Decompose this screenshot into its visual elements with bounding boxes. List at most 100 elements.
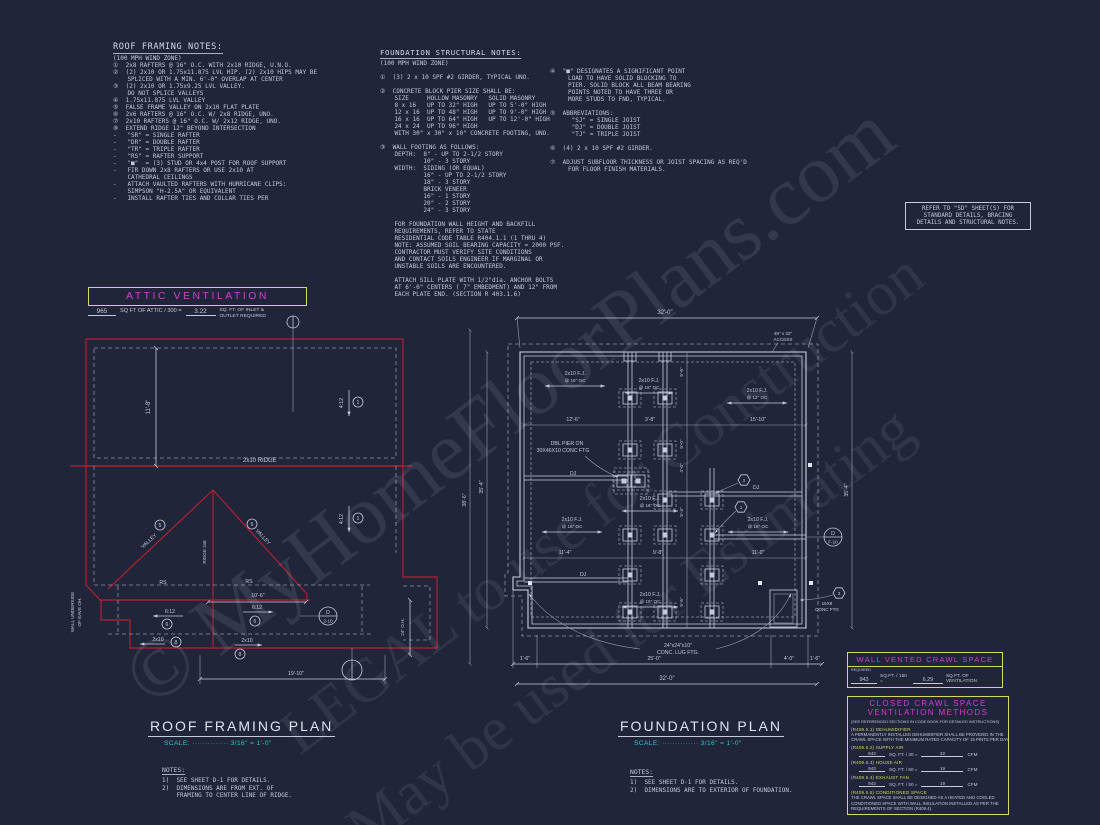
misc-structural-notes: ④ "■" DESIGNATES A SIGNIFICANT POINT LOA… [550,68,747,173]
svg-text:2x10 F.J.: 2x10 F.J. [748,517,769,523]
roof-plan-notes-title: NOTES: [162,766,186,775]
supply-air-unit: CFM [967,752,978,758]
svg-text:2x10 RIDGE: 2x10 RIDGE [243,458,277,464]
svg-text:25'-0": 25'-0" [647,656,660,662]
supply-air-area: 943 [859,751,885,758]
svg-text:DBL PIER ON: DBL PIER ON [551,441,584,447]
svg-text:2: 2 [743,478,746,483]
foundation-plan-title-block: FOUNDATION PLAN SCALE: ·············· 3/… [618,718,793,794]
svg-text:@ 16" OC: @ 16" OC [640,599,662,604]
svg-text:@ 16" OC: @ 16" OC [565,378,587,383]
exhaust-fan-unit: CFM [967,782,978,788]
foundation-plan-notes-title: NOTES: [630,768,654,777]
svg-text:D: D [831,531,835,537]
svg-text:RIDGE 2x6: RIDGE 2x6 [202,540,207,564]
foundation-plan-scale: SCALE: ·············· 3/16" = 1'-0" [634,740,742,747]
svg-text:1'-6": 1'-6" [810,656,820,662]
svg-text:35'-4": 35'-4" [479,480,485,493]
roof-plan-scale: SCALE: ·············· 3/16" = 1'-0" [164,740,272,747]
attic-ventilation-calc: 965 SQ FT OF ATTIC / 300 = 3.22 SQ. FT. … [88,308,318,319]
vented-formula: SQ.FT. / 150 = [880,674,907,684]
exhaust-fan-area: 943 [859,781,885,788]
foundation-piers [612,388,724,622]
roof-plan-title-block: ROOF FRAMING PLAN SCALE: ·············· … [148,718,336,800]
house-air-result: 19 [921,766,964,773]
svg-text:1: 1 [740,505,743,510]
svg-text:@ 16" OC: @ 16" OC [748,524,770,529]
svg-text:D: D [326,610,330,616]
exhaust-fan-result: 19 [921,781,964,788]
wall-vented-crawl-space-title: WALL VENTED CRAWL SPACE [848,653,1002,667]
svg-text:8: 8 [239,652,242,658]
foundation-annotations: 48" x 32" ACCESS DBL PIER ON 30X46X10 CO… [528,331,846,656]
svg-text:5'-6": 5'-6" [679,367,684,377]
roof-slope-markers: 4:12 1 4:12 1 5 5 6:12 6 6:12 6 2x10 8 [140,390,364,681]
svg-text:RS: RS [159,580,167,586]
svg-text:2-10: 2-10 [323,619,333,624]
svg-text:2x10 F.J.: 2x10 F.J. [640,592,661,598]
foundation-joist-labels: 2x10 F.J. @ 16" OC 2x10 F.J. @ 16" OC 2x… [542,371,788,609]
house-air-calc: 943 SQ. FT. / 50 = 19 CFM [859,766,1005,773]
svg-text:6: 6 [254,619,257,625]
svg-text:OF EAVE OH.: OF EAVE OH. [77,597,82,626]
conditioned-space-heading: (R409.5.5) CONDITIONED SPACE [851,790,927,796]
closed-crawl-subtitle: (SEE REFERENCED SECTIONS IN CODE BOOK FO… [851,719,1000,724]
svg-text:DJ: DJ [570,471,577,477]
svg-text:12'-6": 12'-6" [566,417,579,423]
svg-text:24" O.H.: 24" O.H. [400,618,405,635]
svg-text:30X46X10 CONC FTG: 30X46X10 CONC FTG [537,448,590,454]
supply-air-calc: 943 SQ. FT. / 30 = 32 CFM [859,751,1005,758]
attic-area-value: 965 [88,308,116,316]
house-air-unit: CFM [967,767,978,773]
svg-text:38'-6": 38'-6" [462,493,468,506]
svg-text:32'-0": 32'-0" [657,310,672,316]
svg-text:4:12: 4:12 [339,514,345,524]
foundation-footing-dashed [504,343,819,637]
svg-text:CONC FTG: CONC FTG [815,607,839,612]
roof-overhang-dashed [93,347,431,641]
svg-text:WALL UNDERSIDE: WALL UNDERSIDE [70,592,75,633]
svg-text:5'-0": 5'-0" [679,439,684,449]
svg-text:3: 3 [838,591,841,596]
house-air-formula: SQ. FT. / 50 = [889,767,918,773]
vented-area-value: 943 [851,677,877,684]
sd-reference-box: REFER TO "SD" SHEET(S) FOR STANDARD DETA… [905,202,1031,231]
svg-text:1: 1 [357,400,360,406]
svg-text:CONC. LUG FTG.: CONC. LUG FTG. [657,650,699,656]
roof-plan-notes: 1) SEE SHEET D-1 FOR DETAILS. 2) DIMENSI… [162,777,293,800]
svg-text:1'-6": 1'-6" [520,656,530,662]
svg-text:35'-4": 35'-4" [844,483,850,496]
foundation-dimensions: 32'-0" 12'-6" 3'-8" 15'-10" 11'-4" 9'-8"… [462,310,854,687]
svg-text:F-10: F-10 [828,540,838,545]
svg-text:2x10 F.J.: 2x10 F.J. [562,517,583,523]
svg-text:11'-4": 11'-4" [559,550,572,556]
foundation-wall [512,351,813,629]
svg-text:3'-8": 3'-8" [645,417,655,423]
svg-text:2x10 F.J.: 2x10 F.J. [565,371,586,377]
svg-text:11'-8": 11'-8" [146,400,152,415]
svg-text:4:12: 4:12 [339,398,345,408]
svg-text:10'-6": 10'-6" [251,593,264,599]
svg-text:19'-10": 19'-10" [288,671,304,677]
svg-text:2x10 F.J.: 2x10 F.J. [640,496,661,502]
foundation-plan-notes: 1) SEE SHEET D-1 FOR DETAILS. 2) DIMENSI… [630,779,793,794]
svg-text:@ 12" OC: @ 12" OC [747,395,769,400]
roof-plan-title: ROOF FRAMING PLAN [148,718,336,737]
foundation-plan-drawing: 32'-0" 12'-6" 3'-8" 15'-10" 11'-4" 9'-8"… [462,310,854,687]
roof-notes-title: ROOF FRAMING NOTES: [113,42,223,54]
closed-crawl-title-1: CLOSED CRAWL SPACE [869,699,987,708]
svg-text:8: 8 [175,640,178,646]
conditioned-space-body: THE CRAWL SPACE SHALL BE DESIGNED AS A H… [851,795,999,811]
svg-text:11'-0": 11'-0" [752,550,765,556]
svg-text:5'-6": 5'-6" [679,597,684,607]
svg-text:32'-0": 32'-0" [659,676,674,682]
house-air-heading: (R409.5.3) HOUSE AIR [851,760,903,766]
svg-text:48" x 32": 48" x 32" [774,331,793,336]
svg-text:4'-0": 4'-0" [784,656,794,662]
foundation-plan-title: FOUNDATION PLAN [618,718,784,737]
closed-crawl-title-2: VENTILATION METHODS [867,708,989,717]
svg-text:6: 6 [166,622,169,628]
svg-text:5'-4": 5'-4" [679,507,684,517]
svg-text:5: 5 [251,522,254,528]
svg-text:ACCESS: ACCESS [774,337,793,342]
